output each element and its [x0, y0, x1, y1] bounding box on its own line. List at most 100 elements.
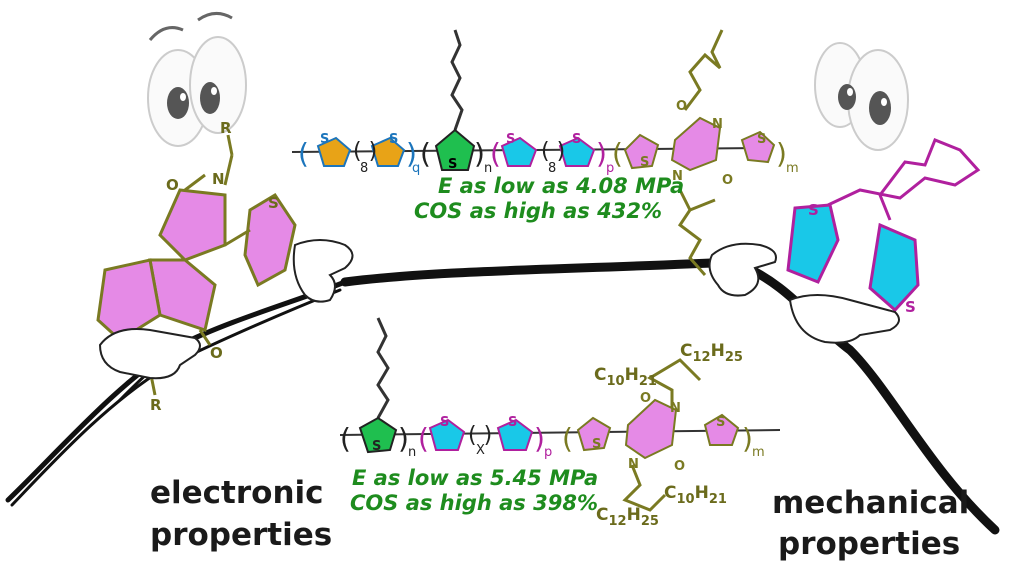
top-polymer: S S S S S S S N N O O ( ) ( ) q 8 ( ) n: [291, 29, 799, 276]
bottom-polymer: S S S S S N N O O ( ) n ( ) ( ) X p ( ) …: [339, 317, 781, 529]
left-caption-line2: properties: [150, 517, 332, 553]
right-hand-lower: [788, 294, 900, 344]
bottom-chain-label-top-left: C10H21: [594, 365, 657, 389]
bottom-thiophene-green: [358, 416, 398, 454]
top-N-1: N: [712, 117, 723, 132]
top-S-cyan-1: S: [506, 132, 515, 147]
left-atom-O-top: O: [166, 176, 179, 194]
right-character: S S: [708, 42, 981, 344]
bottom-sub-p: p: [544, 445, 552, 460]
bottom-bracket-n-open: (: [340, 422, 351, 455]
rope-top-strand: [340, 257, 740, 287]
bottom-chain-label-top-right: C12H25: [680, 341, 743, 365]
bottom-chain-label-bot-left: C12H25: [596, 505, 659, 529]
top-S-cyan-2: S: [572, 132, 581, 147]
bottom-bracket-n-close: ): [398, 422, 409, 455]
top-bracket-q-close: ): [406, 137, 417, 170]
left-atom-R-top: R: [220, 119, 232, 137]
top-thiophene-olive-2: [740, 130, 776, 164]
bottom-S-olive-2: S: [716, 415, 725, 430]
top-sub-n: n: [484, 161, 492, 176]
top-sub-8b: 8: [548, 161, 556, 176]
left-character: R N O S O R: [96, 12, 354, 414]
top-thiophene-orange-2: [370, 136, 406, 167]
right-hand-upper: [708, 242, 777, 297]
bottom-stat-modulus: E as low as 5.45 MPa: [352, 466, 598, 490]
top-bracket-n-open: (: [420, 137, 431, 170]
top-bracket-m-open: (: [612, 137, 623, 170]
right-atom-S-1: S: [808, 201, 819, 219]
right-pupil-1: [838, 84, 856, 110]
top-bracket-q-open: (: [298, 137, 309, 170]
bottom-S-cyan-1: S: [440, 415, 449, 430]
top-O-1: O: [676, 99, 687, 114]
left-hand-lower: [98, 328, 201, 380]
top-S-green: S: [448, 157, 457, 172]
top-thiophene-cyan-1: [500, 136, 538, 167]
top-stat-modulus: E as low as 4.08 MPa: [438, 174, 684, 198]
left-pupil-1: [167, 87, 189, 119]
left-atom-R-bot: R: [150, 396, 162, 414]
bottom-N-1: N: [670, 401, 681, 416]
bottom-thiophene-olive-2: [703, 413, 740, 446]
right-thiophene-2: [868, 222, 920, 313]
rope-right-strand: [730, 257, 1000, 535]
top-thiophene-green: [434, 128, 476, 171]
top-thiophene-cyan-2: [558, 136, 596, 167]
bottom-chain-label-bot-right: C10H21: [664, 483, 727, 507]
bottom-dpp-chain-upper: [646, 358, 702, 410]
right-eyes: [814, 42, 909, 151]
right-thiophene-1: [786, 203, 840, 284]
left-hand-upper: [292, 239, 354, 303]
top-sub-q: q: [412, 161, 420, 176]
top-sub-p: p: [606, 161, 614, 176]
top-dpp-chain-lower: [677, 189, 716, 276]
bottom-thiophene-cyan-1: [428, 418, 466, 451]
bottom-sub-n: n: [408, 445, 416, 460]
bottom-S-cyan-2: S: [508, 415, 517, 430]
right-pupil-2: [869, 91, 891, 125]
right-atom-S-2: S: [905, 298, 916, 316]
top-sub-m: m: [786, 161, 799, 176]
bottom-S-olive-1: S: [592, 437, 601, 452]
top-bracket-p-close: ): [596, 137, 607, 170]
top-S-olive-2: S: [757, 132, 766, 147]
top-sub-8a: 8: [360, 161, 368, 176]
top-N-2: N: [672, 169, 683, 184]
bottom-dpp-core: [624, 398, 678, 460]
left-atom-O-bot: O: [210, 344, 223, 362]
right-alkyl-chain: [827, 138, 981, 221]
bottom-dpp-chain-lower: [622, 464, 667, 512]
left-eyes: [147, 12, 247, 147]
top-hexyl-chain: [450, 29, 464, 131]
top-bracket-8b: ( ): [541, 139, 565, 164]
left-atom-N: N: [212, 170, 225, 188]
top-thiophene-olive-1: [623, 133, 660, 170]
left-dpp-core: [96, 188, 297, 342]
left-pupil-2: [200, 82, 220, 114]
rope-left-strand-2: [10, 288, 342, 507]
bottom-bracket-m-close: ): [742, 422, 753, 455]
bottom-hexyl-chain: [376, 317, 390, 419]
top-thiophene-orange-1: [316, 136, 352, 167]
top-bracket-n-close: ): [474, 137, 485, 170]
bottom-bracket-m-open: (: [562, 422, 573, 455]
left-caption-line1: electronic: [150, 475, 324, 511]
top-dpp-core: [670, 116, 722, 172]
bottom-bracket-x: ( ): [468, 423, 492, 448]
bottom-bracket-p-close: ): [534, 422, 545, 455]
right-caption-line1: mechanical: [772, 485, 969, 521]
top-O-2: O: [722, 173, 733, 188]
bottom-thiophene-olive-1: [576, 416, 612, 452]
top-bracket-m-close: ): [776, 137, 787, 170]
bottom-sub-m: m: [752, 445, 765, 460]
left-atom-S: S: [268, 194, 279, 212]
top-bracket-8a: ( ): [353, 139, 377, 164]
bottom-thiophene-cyan-2: [496, 418, 534, 451]
top-bracket-p-open: (: [490, 137, 501, 170]
bottom-O-2: O: [674, 459, 685, 474]
left-eye-2: [189, 36, 247, 134]
top-S-2: S: [389, 132, 398, 147]
right-caption-line2: properties: [778, 526, 960, 562]
